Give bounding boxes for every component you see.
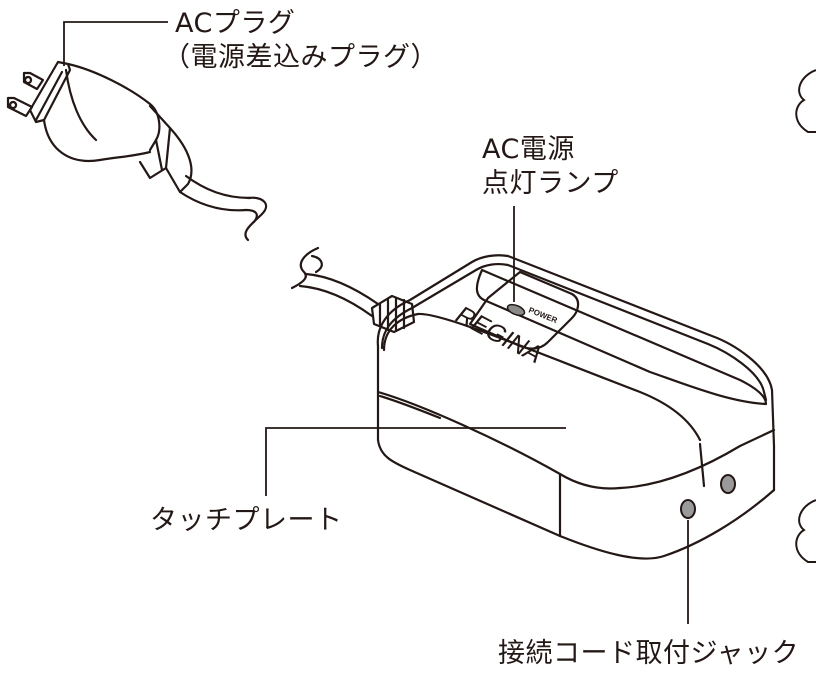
device-body — [376, 254, 776, 560]
edge-fragments — [795, 69, 816, 563]
connection-jacks — [680, 474, 736, 519]
power-lamp-label-line2: 点灯ランプ — [482, 168, 619, 199]
ac-plug-note: （電源差込みプラグ） — [163, 42, 438, 73]
leader-ac-plug — [63, 21, 168, 66]
power-cord — [290, 246, 416, 334]
power-lamp-label-line1: AC電源 — [482, 134, 575, 165]
power-lamp — [506, 303, 526, 317]
leader-lines — [63, 21, 689, 624]
ac-plug-label: ACプラグ — [175, 8, 296, 39]
jack-right — [720, 474, 736, 494]
jack-label: 接続コード取付ジャック — [498, 638, 800, 669]
touch-plate-label: タッチプレート — [150, 505, 343, 536]
jack-left — [680, 499, 696, 519]
power-lamp-label: POWER — [527, 306, 559, 326]
ac-plug — [6, 60, 268, 242]
leader-touch-plate — [265, 427, 566, 496]
